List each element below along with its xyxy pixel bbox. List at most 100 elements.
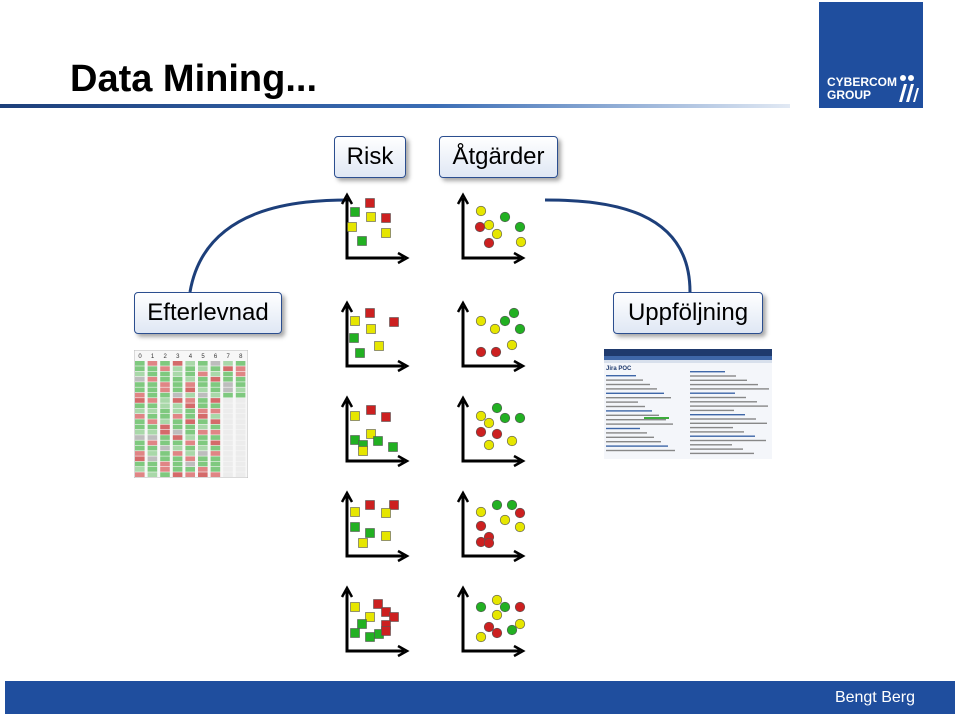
compliance-cell bbox=[210, 456, 221, 462]
plot-arrow-up-icon bbox=[456, 300, 470, 313]
connector-left bbox=[188, 198, 351, 293]
jira-text-line bbox=[690, 371, 725, 373]
compliance-cell bbox=[223, 382, 233, 387]
plot-arrow-right-icon bbox=[513, 251, 526, 265]
compliance-cell bbox=[235, 392, 246, 398]
compliance-cell bbox=[235, 456, 246, 462]
label-risk: Risk bbox=[334, 136, 406, 178]
plot-circle-marker bbox=[514, 323, 526, 335]
jira-text-line bbox=[690, 392, 735, 394]
plot-circle-marker bbox=[499, 412, 511, 424]
compliance-cell bbox=[235, 414, 246, 419]
plot-square-marker bbox=[381, 412, 391, 422]
compliance-cell bbox=[172, 440, 183, 446]
compliance-cell bbox=[160, 440, 170, 446]
plot-axes bbox=[345, 401, 404, 463]
plot-circle-marker bbox=[514, 521, 526, 533]
compliance-cell bbox=[185, 414, 195, 419]
circle-scatter-plot-icon bbox=[456, 300, 526, 373]
plot-circle-marker bbox=[514, 618, 526, 630]
cybercom-logo: CYBERCOM GROUP bbox=[819, 2, 923, 108]
compliance-cell bbox=[235, 451, 246, 456]
plot-arrow-right-icon bbox=[513, 359, 526, 373]
compliance-cell bbox=[235, 361, 246, 366]
plot-square-marker bbox=[381, 508, 391, 518]
plot-square-marker bbox=[381, 626, 391, 636]
plot-square-marker bbox=[350, 411, 360, 421]
plot-square-marker bbox=[358, 538, 368, 548]
plot-square-marker bbox=[347, 222, 357, 232]
plot-square-marker bbox=[357, 236, 367, 246]
title-rule bbox=[0, 104, 790, 108]
plot-circle-marker bbox=[483, 621, 495, 633]
compliance-cell bbox=[172, 371, 183, 377]
plot-circle-marker bbox=[475, 426, 487, 438]
logo-runner-icon bbox=[899, 75, 919, 102]
compliance-cell bbox=[223, 440, 233, 446]
plot-circle-marker bbox=[514, 507, 526, 519]
plot-circle-marker bbox=[506, 339, 518, 351]
plot-circle-marker bbox=[491, 402, 503, 414]
jira-text-line bbox=[690, 409, 734, 412]
compliance-cell bbox=[185, 445, 195, 451]
plot-circle-marker bbox=[491, 428, 503, 440]
plot-arrow-up-icon bbox=[456, 395, 470, 408]
label-uppfoljning: Uppföljning bbox=[613, 292, 763, 334]
compliance-cell bbox=[235, 472, 246, 477]
jira-text-line bbox=[690, 405, 768, 407]
compliance-cell bbox=[160, 424, 170, 430]
compliance-cell bbox=[135, 451, 145, 456]
jira-text-line bbox=[606, 397, 671, 399]
compliance-cell bbox=[147, 414, 158, 419]
compliance-cell bbox=[223, 414, 233, 419]
compliance-cell bbox=[223, 366, 233, 371]
compliance-cell bbox=[160, 451, 170, 456]
jira-text-line bbox=[606, 388, 657, 390]
slide-title: Data Mining... bbox=[70, 58, 317, 100]
compliance-cell bbox=[172, 435, 183, 440]
plot-circle-marker bbox=[508, 307, 520, 319]
compliance-cell bbox=[198, 398, 208, 403]
square-scatter-plot-icon bbox=[340, 490, 410, 563]
compliance-cell bbox=[185, 424, 195, 430]
plot-square-marker bbox=[373, 436, 383, 446]
plot-square-marker bbox=[389, 500, 399, 510]
compliance-cell bbox=[135, 424, 145, 430]
compliance-cell bbox=[210, 414, 221, 419]
plot-square-marker bbox=[365, 528, 375, 538]
compliance-cell bbox=[235, 445, 246, 451]
compliance-cell bbox=[185, 392, 195, 398]
plot-axes bbox=[345, 306, 404, 368]
compliance-cell bbox=[185, 408, 195, 414]
compliance-cell bbox=[147, 467, 158, 472]
compliance-cell bbox=[223, 398, 233, 403]
plot-circle-marker bbox=[475, 346, 487, 358]
jira-text-line bbox=[606, 379, 643, 381]
compliance-cell bbox=[160, 429, 170, 435]
plot-square-marker bbox=[373, 599, 383, 609]
plot-circle-marker bbox=[474, 221, 486, 233]
compliance-cell bbox=[147, 472, 158, 477]
compliance-cell bbox=[160, 461, 170, 467]
compliance-cell bbox=[135, 429, 145, 435]
compliance-cell bbox=[185, 382, 195, 387]
plot-circle-marker bbox=[506, 435, 518, 447]
compliance-cell bbox=[160, 472, 170, 477]
compliance-cell bbox=[235, 467, 246, 472]
compliance-cell bbox=[210, 429, 221, 435]
compliance-cell bbox=[160, 456, 170, 462]
compliance-cell bbox=[160, 371, 170, 377]
plot-circle-marker bbox=[514, 412, 526, 424]
plot-circle-marker bbox=[515, 236, 527, 248]
connector-right bbox=[544, 198, 692, 293]
plot-circle-marker bbox=[475, 410, 487, 422]
compliance-cell bbox=[235, 440, 246, 446]
compliance-cell bbox=[135, 445, 145, 451]
square-scatter-plot-icon bbox=[340, 395, 410, 468]
plot-circle-marker bbox=[490, 346, 502, 358]
compliance-cell bbox=[160, 382, 170, 387]
plot-circle-marker bbox=[483, 439, 495, 451]
compliance-cell bbox=[147, 398, 158, 403]
compliance-cell bbox=[223, 467, 233, 472]
compliance-cell bbox=[135, 387, 145, 393]
